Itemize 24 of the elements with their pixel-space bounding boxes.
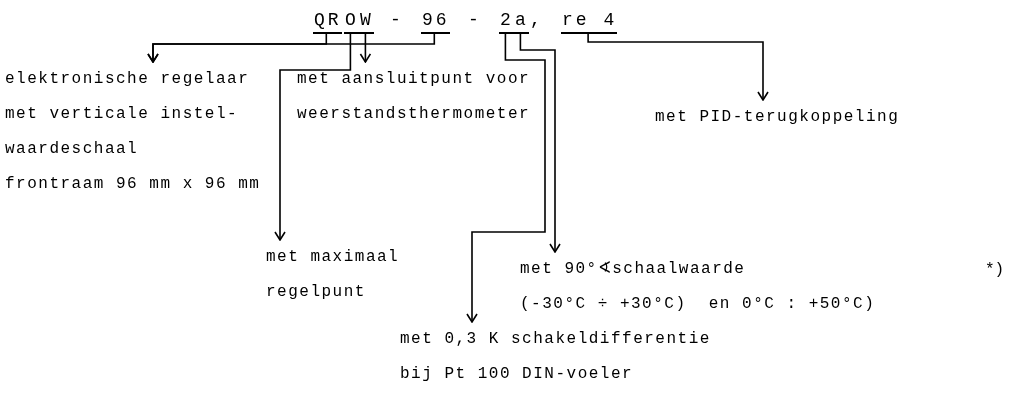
separator: - [468, 9, 479, 32]
leader-line [359, 33, 372, 63]
description-text: met 90°∢schaalwaarde [520, 259, 747, 280]
description-text: (-30°C ÷ +30°C) en 0°C : +50°C) [520, 294, 877, 315]
description-text: met PID-terugkoppeling [655, 107, 901, 128]
code-segment: O [344, 8, 359, 34]
leader-line [147, 33, 436, 63]
leader-line [466, 33, 546, 323]
code-segment: 2 [499, 8, 514, 34]
code-segment: re 4 [561, 8, 618, 34]
description-text: met maximaal regelpunt [266, 247, 401, 303]
description-text: met aansluitpunt voor weerstandsthermometer [297, 69, 532, 125]
leader-line [274, 33, 352, 241]
code-segment: a [514, 8, 529, 34]
code-segment: QR [313, 8, 342, 34]
separator: - [390, 9, 401, 32]
code-segment: 96 [421, 8, 450, 34]
separator: , [530, 9, 541, 32]
description-text: frontraam 96 mm x 96 mm [5, 174, 262, 195]
description-text: met 0,3 K schakeldifferentie bij Pt 100 DIN-voeler [400, 329, 712, 385]
separator: *) [985, 260, 1005, 281]
leader-line [587, 33, 769, 101]
leader-line [519, 33, 561, 253]
code-segment: W [359, 8, 374, 34]
